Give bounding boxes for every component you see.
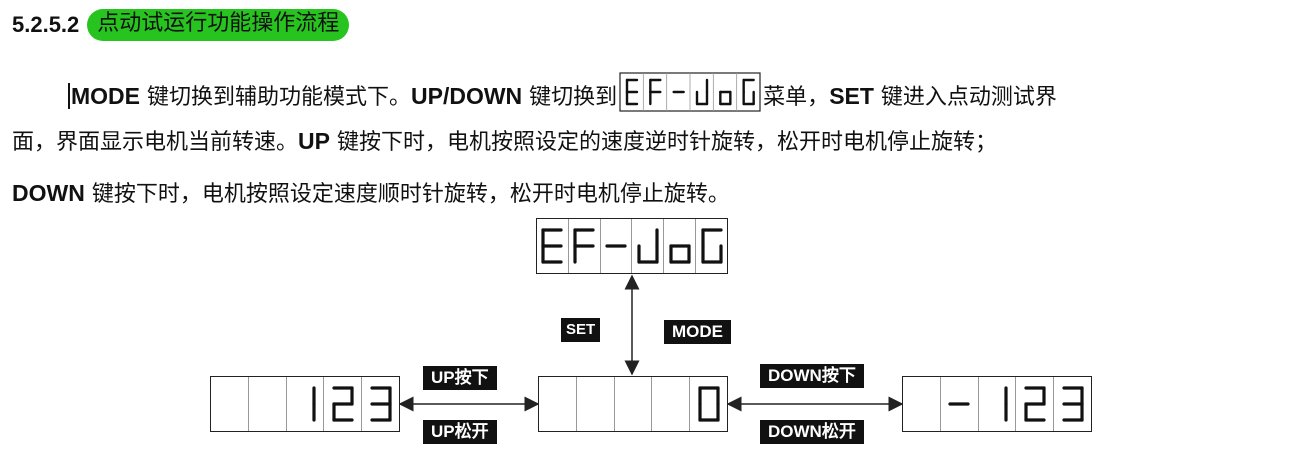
text-cursor: [68, 83, 70, 109]
display-digit: [362, 377, 399, 431]
key-down: DOWN: [12, 180, 85, 206]
display-digit: [615, 377, 653, 431]
paragraph-line-1: MODE 键切换到辅助功能模式下。UP/DOWN 键切换到 菜单，SET 键进入点…: [68, 72, 1057, 120]
display-digit: [249, 377, 287, 431]
section-heading: 5.2.5.2 点动试运行功能操作流程: [12, 8, 350, 42]
display-digit: [664, 219, 697, 273]
display-digit: [569, 219, 601, 273]
display-digit: [903, 377, 941, 431]
label-down-press: DOWN按下: [760, 364, 864, 388]
key-mode: MODE: [71, 83, 140, 109]
inline-menu-display: [619, 72, 761, 120]
display-digit: [696, 219, 727, 273]
label-up-release: UP松开: [423, 420, 497, 444]
display-digit: [632, 219, 665, 273]
display-digit: [537, 219, 569, 273]
key-up: UP: [298, 128, 330, 154]
display-digit: [211, 377, 249, 431]
key-updown: UP/DOWN: [411, 83, 523, 109]
section-title: 点动试运行功能操作流程: [87, 9, 350, 41]
left-speed-display: [210, 376, 400, 432]
menu-display: [536, 218, 728, 274]
display-digit: [652, 377, 691, 431]
display-digit: [324, 377, 363, 431]
display-digit: [690, 377, 727, 431]
display-digit: [287, 377, 325, 431]
paragraph-text: 面，界面显示电机当前转速。: [12, 130, 299, 155]
display-digit: [979, 377, 1017, 431]
display-digit: [1016, 377, 1055, 431]
display-digit: [601, 219, 633, 273]
paragraph-text: 菜单，: [763, 85, 830, 110]
paragraph-text: 键进入点动测试界: [873, 85, 1057, 110]
label-up-press: UP按下: [423, 366, 497, 390]
display-digit: [941, 377, 979, 431]
paragraph-text: 键切换到辅助功能模式下。: [140, 85, 411, 110]
key-set: SET: [829, 83, 874, 109]
right-speed-display: [902, 376, 1092, 432]
display-digit: [1054, 377, 1091, 431]
label-down-release: DOWN松开: [760, 420, 864, 444]
paragraph-text: 键按下时，电机按照设定的速度逆时针旋转，松开时电机停止旋转；: [329, 130, 997, 155]
center-speed-display: [538, 376, 728, 432]
section-number: 5.2.5.2: [12, 12, 80, 37]
paragraph-line-3: DOWN 键按下时，电机按照设定速度顺时针旋转，松开时电机停止旋转。: [12, 179, 730, 209]
label-mode: MODE: [664, 320, 731, 344]
paragraph-text: 键切换到: [522, 85, 618, 110]
display-digit: [539, 377, 577, 431]
label-set: SET: [561, 318, 601, 342]
paragraph-text: 键按下时，电机按照设定速度顺时针旋转，松开时电机停止旋转。: [84, 182, 730, 207]
paragraph-line-2: 面，界面显示电机当前转速。UP 键按下时，电机按照设定的速度逆时针旋转，松开时电…: [12, 127, 997, 157]
display-digit: [577, 377, 615, 431]
